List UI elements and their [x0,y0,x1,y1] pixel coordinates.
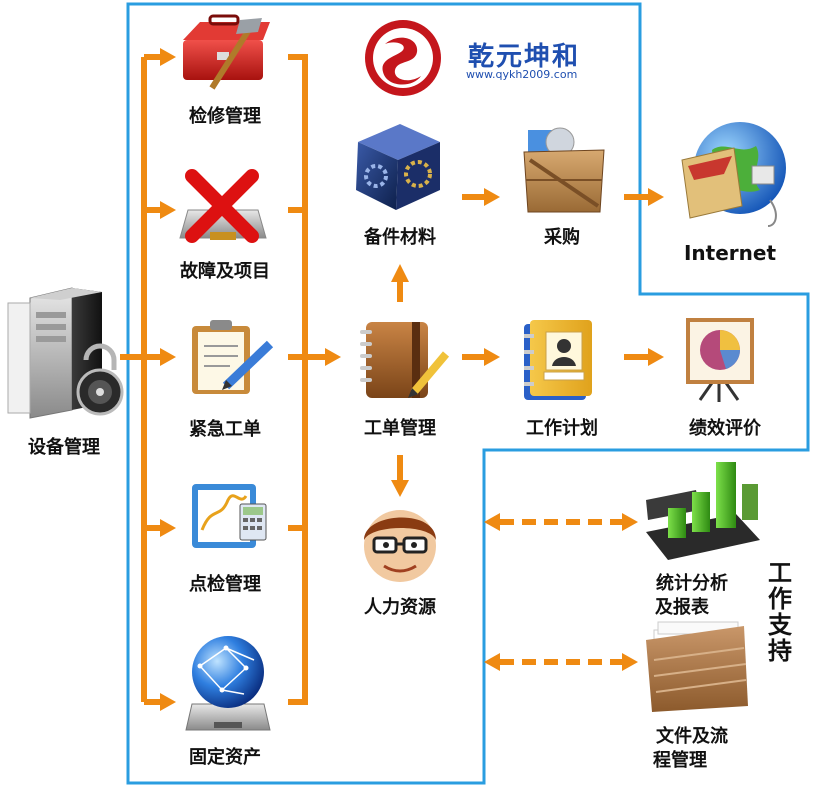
label-work-support: 工作支持 [768,559,792,665]
chart-calculator-icon [192,484,267,548]
label-performance: 绩效评价 [689,418,761,439]
label-docs-line1: 文件及流 [656,726,728,747]
label-docs-line2: 程管理 [653,750,707,771]
globe-envelope-icon [681,122,786,227]
dashed-arrows [484,513,638,671]
server-lock-icon [7,287,124,419]
label-hr: 人力资源 [364,597,436,618]
gear-cube-icon [356,124,440,210]
label-stats-line1: 统计分析 [656,573,728,594]
label-work-plan: 工作计划 [526,418,598,439]
label-device-mgmt: 设备管理 [28,437,100,458]
globe-drive-icon [185,636,271,731]
support-frame [126,2,810,785]
crate-icon [523,127,605,213]
clipboard-pencil-icon [192,320,274,394]
label-fixed-assets: 固定资产 [189,747,261,768]
label-procurement: 采购 [544,227,580,248]
toolbox-icon [183,14,270,90]
red-x-drive-icon [179,169,267,243]
easel-pie-icon [686,318,754,402]
connector-lines [120,54,648,705]
label-urgent-order: 紧急工单 [189,419,261,440]
address-book-icon [524,320,592,400]
logo-title: 乾元坤和 [468,42,581,72]
logo-dragon-icon [365,20,441,96]
file-folder-icon [646,621,748,712]
label-spare-parts: 备件材料 [364,227,436,248]
label-work-order-mgmt: 工单管理 [364,418,436,439]
bar-chart-icon [646,462,760,560]
face-glasses-icon [364,510,436,582]
label-maintenance: 检修管理 [189,106,261,127]
arrowheads [160,48,664,711]
label-internet: Internet [683,241,777,265]
notebook-pencil-icon [360,322,450,398]
label-faults: 故障及项目 [180,261,270,282]
label-inspection: 点检管理 [189,574,261,595]
label-stats-line2: 及报表 [655,597,709,618]
logo-url: www.qykh2009.com [466,68,578,81]
